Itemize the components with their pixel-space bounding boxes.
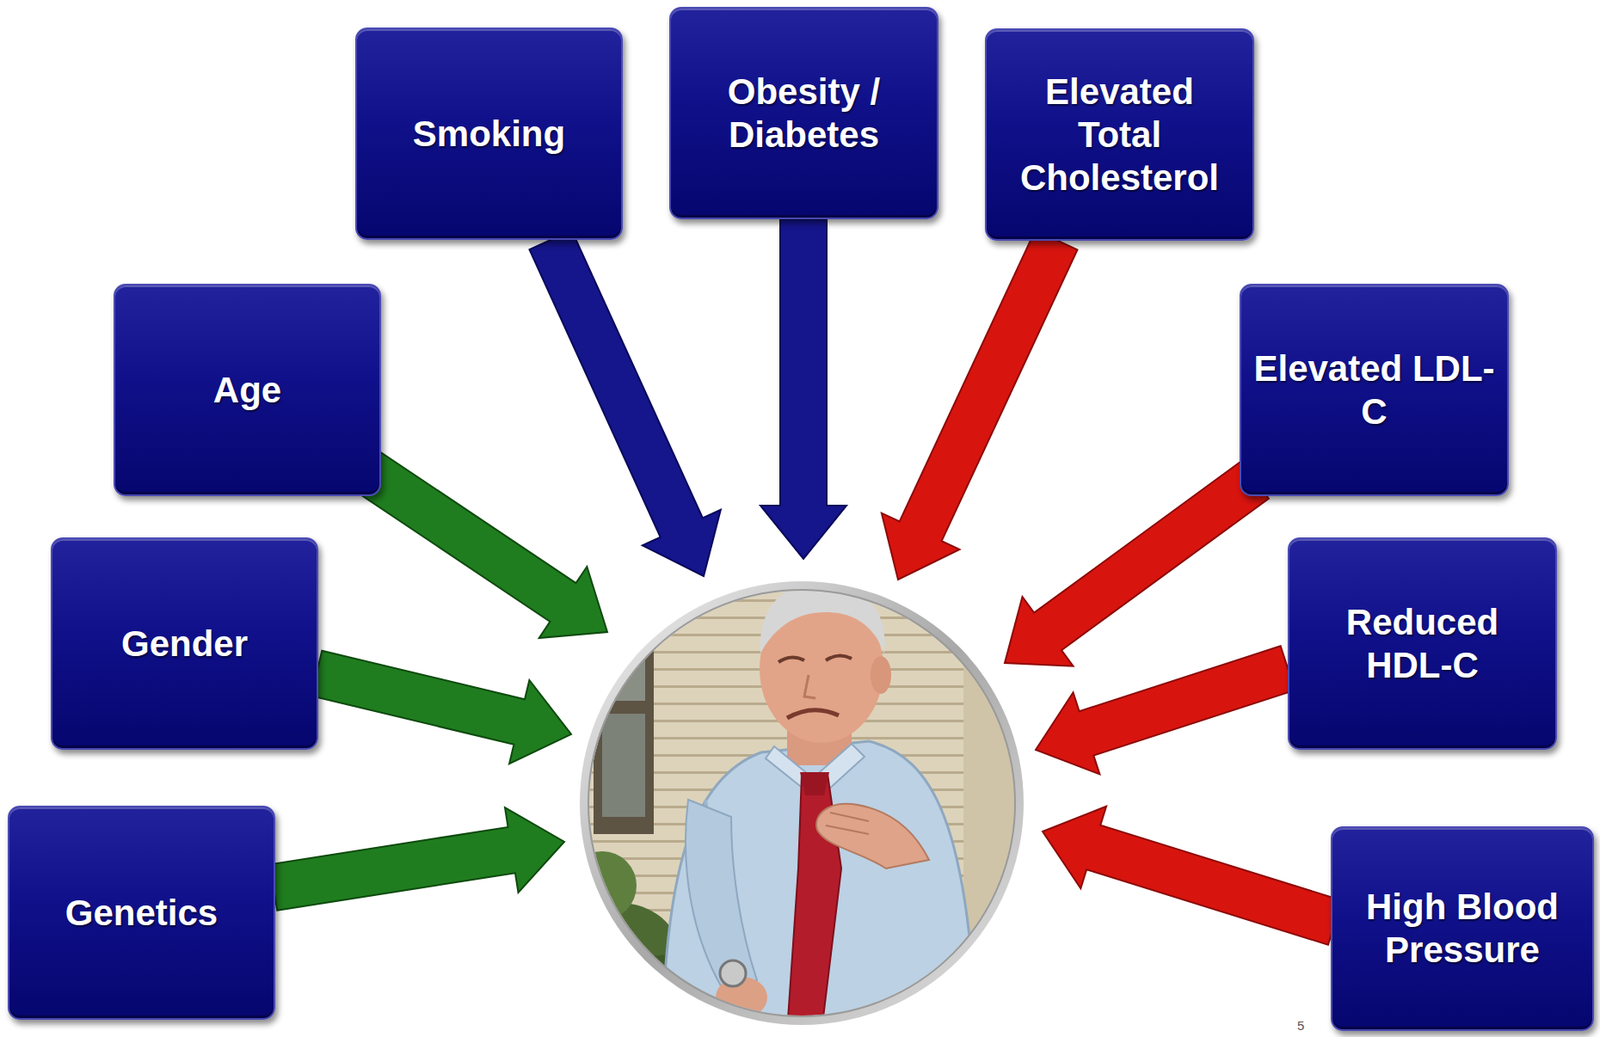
risk-arrow xyxy=(270,807,565,911)
risk-factor-box: Genetics xyxy=(7,806,276,1021)
slide-number: 5 xyxy=(1297,1018,1305,1034)
risk-factor-box: Elevated Total Cholesterol xyxy=(984,28,1255,241)
risk-factor-text: Age xyxy=(213,369,282,413)
risk-factor-text: High Blood Pressure xyxy=(1344,886,1581,973)
risk-arrow xyxy=(881,230,1078,580)
risk-arrow xyxy=(529,230,720,577)
photo xyxy=(559,583,1041,1037)
risk-factor-box: Age xyxy=(113,283,382,497)
risk-arrow xyxy=(1035,646,1295,775)
risk-arrow xyxy=(760,219,847,560)
risk-factor-text: Reduced HDL-C xyxy=(1301,601,1544,688)
risk-factor-text: Elevated Total Cholesterol xyxy=(998,70,1241,200)
risk-factor-text: Gender xyxy=(121,622,248,666)
risk-arrow xyxy=(1042,806,1342,946)
risk-factor-box: Smoking xyxy=(355,27,623,240)
risk-factor-box: Elevated LDL-C xyxy=(1239,283,1509,497)
risk-factor-box: Reduced HDL-C xyxy=(1287,537,1557,751)
risk-factor-text: Obesity / Diabetes xyxy=(683,70,925,157)
risk-arrow xyxy=(1004,461,1269,667)
risk-factor-text: Genetics xyxy=(65,892,218,936)
risk-factor-box: High Blood Pressure xyxy=(1330,826,1594,1032)
risk-arrow xyxy=(344,445,608,639)
risk-factor-text: Smoking xyxy=(412,112,566,156)
risk-factor-box: Gender xyxy=(50,537,319,751)
risk-arrow xyxy=(311,651,572,764)
risk-factor-box: Obesity / Diabetes xyxy=(669,6,939,220)
risk-factor-text: Elevated LDL-C xyxy=(1253,347,1496,434)
